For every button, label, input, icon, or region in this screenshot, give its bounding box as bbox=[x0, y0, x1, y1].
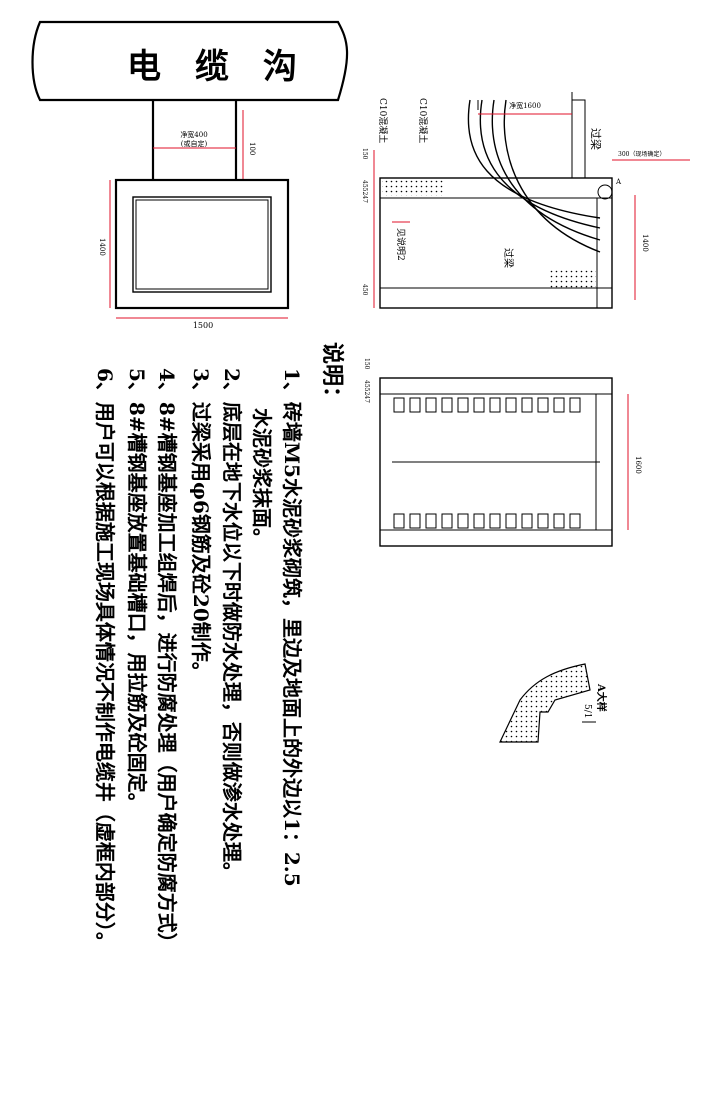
detail-title: A大样 bbox=[595, 683, 608, 712]
dim-455247b: 455247 bbox=[363, 380, 370, 403]
connector-neck: 净宽400 (或自定) 100 bbox=[151, 100, 256, 180]
cable-trench-label: 电 缆 沟 bbox=[127, 47, 297, 87]
dim-450: 450 bbox=[361, 284, 368, 296]
section-view: 净宽1600 300（现场确定） 1400 A 150 455247 450 C… bbox=[361, 92, 690, 309]
note-2: 2、底层在地下水位以下时做防水处理，否则做渗水处理。 bbox=[220, 368, 244, 882]
note-1: 1、砖墙M5水泥砂浆砌筑，里边及地面上的外边以1：2.5 bbox=[280, 368, 304, 887]
note-1-cont: 水泥砂浆抹面。 bbox=[250, 368, 274, 548]
detail-a-marker bbox=[597, 184, 613, 200]
detail-a: A大样 5/1 bbox=[499, 663, 608, 743]
dim-150: 150 bbox=[361, 148, 368, 160]
cable-trench: 电 缆 沟 bbox=[31, 20, 349, 102]
dim-depth-100: 100 bbox=[248, 142, 256, 155]
label-c10-b: C10混凝土 bbox=[417, 98, 429, 143]
base-plan: 1600 150 455247 bbox=[363, 358, 642, 547]
dim-w-1500: 1500 bbox=[193, 321, 213, 330]
notes: 说明： 1、砖墙M5水泥砂浆砌筑，里边及地面上的外边以1：2.5 水泥砂浆抹面。… bbox=[93, 342, 345, 953]
dim-beam-300: 300（现场确定） bbox=[618, 150, 665, 158]
channel-ribs-top bbox=[393, 397, 581, 413]
channel-ribs-bottom bbox=[393, 513, 581, 529]
dim-h-1400: 1400 bbox=[98, 238, 106, 256]
detail-a-profile bbox=[499, 663, 591, 743]
note-3: 3、过梁采用φ6钢筋及砼20制作。 bbox=[189, 368, 213, 682]
well-outer-wall bbox=[114, 178, 290, 310]
label-beam-b: 过梁 bbox=[502, 248, 515, 268]
dim-w-1600-top: 净宽1600 bbox=[509, 101, 541, 110]
section-frame bbox=[379, 177, 613, 309]
note-6: 6、用户可以根据施工现场具体情况不制作电缆井（虚框内部分）。 bbox=[93, 368, 117, 952]
dim-h-1400-right: 1400 bbox=[641, 234, 649, 252]
label-beam-a: 过梁 bbox=[589, 128, 603, 150]
label-see-note2: 见说明2 bbox=[395, 228, 407, 261]
dim-w-1600-bottom: 1600 bbox=[634, 456, 642, 474]
cable-trench-outline bbox=[31, 20, 349, 102]
well-plan: 1400 1500 bbox=[98, 178, 290, 330]
notes-heading: 说明： bbox=[319, 342, 345, 408]
mark-a: A bbox=[615, 178, 622, 186]
dim-455247: 455247 bbox=[361, 180, 368, 203]
dim-150b: 150 bbox=[363, 358, 370, 370]
well-inner-wall bbox=[132, 196, 272, 293]
dim-clear-400: 净宽400 bbox=[180, 130, 207, 139]
well-lining bbox=[135, 199, 269, 290]
dim-self-set: (或自定) bbox=[181, 139, 208, 148]
note-5: 5、8#槽钢基座放置基础槽口，用拉筋及砼固定。 bbox=[125, 368, 149, 813]
note-4: 4、8#槽钢基座加工组焊后，进行防腐处理（用户确定防腐方式） bbox=[155, 368, 179, 953]
c10-concrete-fill bbox=[382, 180, 444, 196]
label-c10-a: C10混凝土 bbox=[377, 98, 389, 143]
detail-scale: 5/1 bbox=[582, 704, 592, 718]
